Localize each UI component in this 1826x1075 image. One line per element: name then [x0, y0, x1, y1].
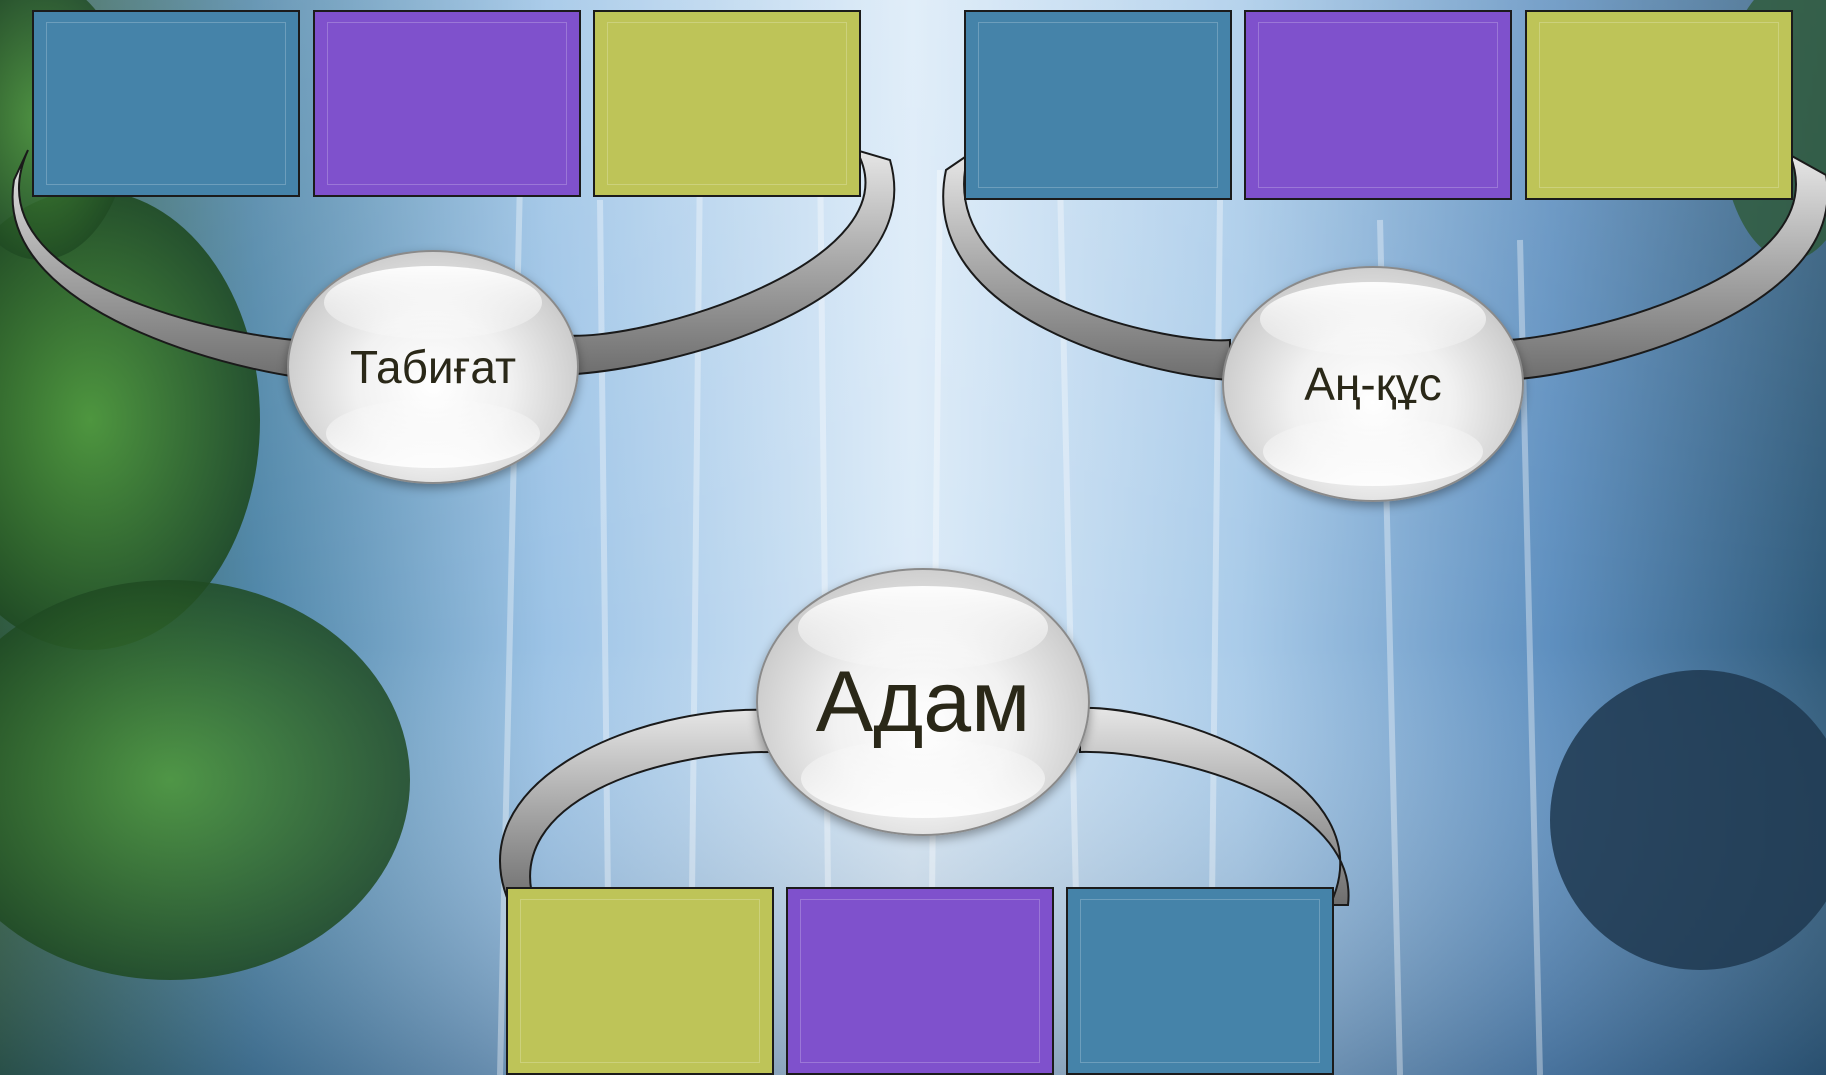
- adam-box-1: [506, 887, 774, 1075]
- node-tabigat: Табиғат: [287, 250, 579, 484]
- ankus-box-2: [1244, 10, 1512, 200]
- ankus-box-3: [1525, 10, 1793, 200]
- node-ankus-label: Аң-құс: [1304, 358, 1442, 410]
- node-ankus: Аң-құс: [1222, 266, 1524, 502]
- node-tabigat-label: Табиғат: [349, 341, 517, 393]
- node-gloss: [1262, 416, 1484, 487]
- node-gloss: [323, 265, 543, 340]
- adam-box-2: [786, 887, 1054, 1075]
- ankus-box-1: [964, 10, 1232, 200]
- node-gloss: [326, 399, 540, 469]
- node-gloss: [797, 585, 1049, 671]
- node-gloss: [1259, 281, 1487, 357]
- adam-box-3: [1066, 887, 1334, 1075]
- tabigat-box-3: [593, 10, 861, 197]
- tabigat-box-1: [32, 10, 300, 197]
- tabigat-box-2: [313, 10, 581, 197]
- node-adam: Адам: [756, 568, 1090, 836]
- node-adam-label: Адам: [815, 654, 1031, 750]
- node-gloss: [800, 738, 1046, 819]
